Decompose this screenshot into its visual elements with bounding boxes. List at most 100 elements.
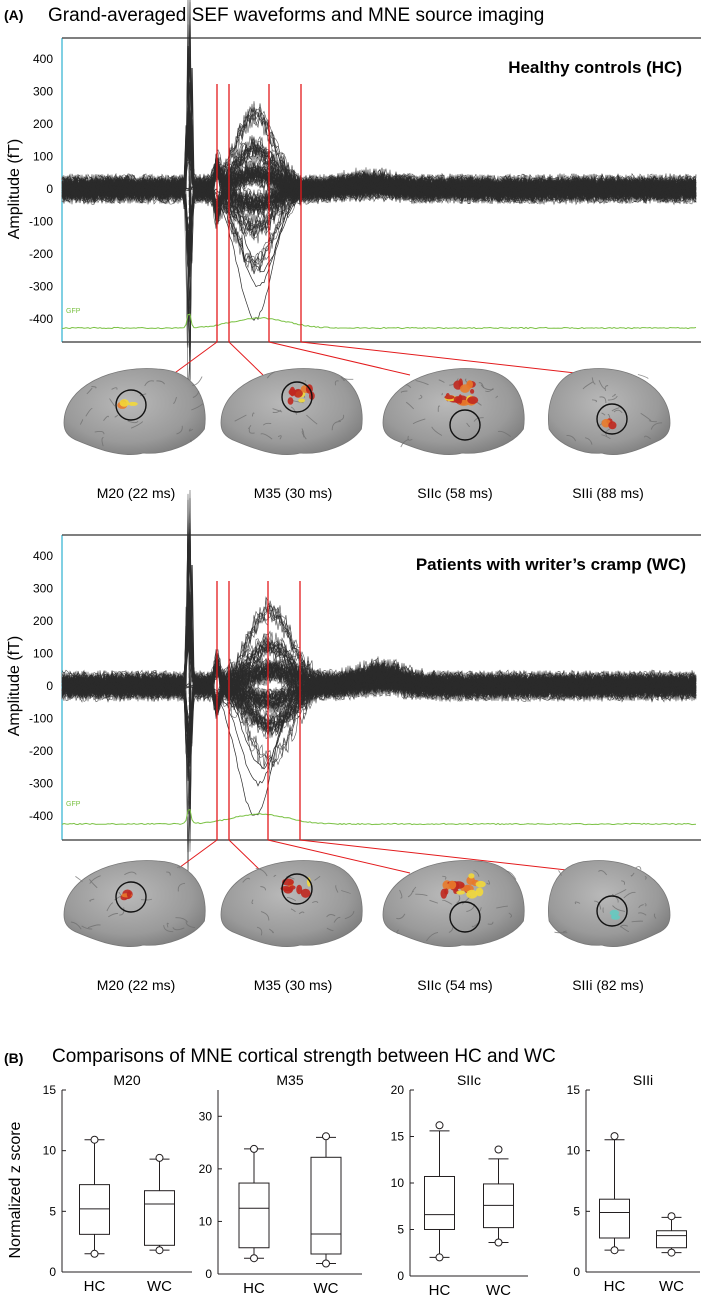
y-tick-label: 10 bbox=[43, 1144, 57, 1158]
ylabel-wc: Amplitude (fT) bbox=[6, 636, 23, 736]
outlier-point bbox=[322, 1132, 330, 1141]
activation-spot bbox=[298, 398, 305, 403]
brain-sulcus bbox=[598, 870, 608, 876]
activation-spot bbox=[608, 421, 617, 430]
panel-b-title: Comparisons of MNE cortical strength bet… bbox=[52, 1046, 556, 1067]
brain-sulcus bbox=[331, 421, 341, 431]
brain-sulcus bbox=[262, 422, 272, 426]
brain-sulcus bbox=[260, 911, 270, 921]
brain-sulcus bbox=[566, 434, 577, 442]
roi-circle bbox=[115, 389, 147, 421]
ytick-label: -200 bbox=[29, 247, 53, 261]
sef-trace bbox=[61, 173, 697, 346]
sef-trace bbox=[61, 682, 697, 816]
waveform-plot-wc: Patients with writer’s cramp (WC) Amplit… bbox=[6, 489, 701, 993]
box-hc bbox=[599, 1132, 630, 1255]
brain-sulcus bbox=[599, 396, 607, 404]
sef-trace bbox=[61, 658, 697, 740]
y-tick-label: 20 bbox=[199, 1162, 213, 1176]
brain-sulcus bbox=[591, 377, 596, 385]
latency-connector bbox=[300, 341, 594, 376]
brain-sulcus bbox=[192, 391, 200, 399]
ytick-label: 200 bbox=[33, 117, 53, 131]
brain-sulcus bbox=[251, 412, 255, 417]
brain-sulcus bbox=[172, 927, 185, 931]
y-tick-label: 10 bbox=[567, 1144, 581, 1158]
brain-sulcus bbox=[650, 422, 663, 430]
brain-sulcus bbox=[260, 433, 273, 440]
brain-sulcus bbox=[247, 425, 252, 430]
panel-b-ylabel: Normalized z score bbox=[7, 1121, 24, 1258]
waveform-plot-hc: Healthy controls (HC) Amplitude (fT) 400… bbox=[6, 0, 701, 501]
brain-sulcus bbox=[611, 393, 616, 397]
outlier-point bbox=[250, 1254, 258, 1263]
brain-sulcus bbox=[442, 875, 447, 880]
brain-sulcus bbox=[256, 926, 263, 936]
brain-sulcus bbox=[340, 376, 345, 381]
brain-outline bbox=[382, 860, 525, 947]
brain-sulcus bbox=[558, 870, 562, 876]
iqr-box bbox=[310, 1156, 342, 1255]
iqr-box bbox=[656, 1230, 687, 1249]
ytick-label: -400 bbox=[29, 312, 53, 326]
sef-trace bbox=[61, 168, 697, 386]
brain-sulcus bbox=[607, 413, 611, 419]
roi-circle bbox=[281, 873, 313, 905]
brain-surface-2 bbox=[220, 368, 363, 455]
brain-sulcus bbox=[611, 893, 619, 903]
brain-sulcus bbox=[562, 930, 567, 933]
latency-connector bbox=[299, 839, 594, 874]
ytick-label: -400 bbox=[29, 809, 53, 823]
waveform-area-hc bbox=[61, 0, 701, 392]
activation-spot bbox=[289, 386, 296, 397]
sef-trace bbox=[61, 178, 697, 348]
brain-sulcus bbox=[326, 914, 336, 918]
brain-sulcus bbox=[619, 924, 628, 928]
brain-sulcus bbox=[415, 893, 428, 897]
brain-sulcus bbox=[637, 374, 649, 379]
brain-sulcus bbox=[255, 868, 268, 877]
brain-surface-1 bbox=[63, 368, 206, 455]
brain-sulcus bbox=[156, 380, 165, 385]
y-tick-label: 0 bbox=[573, 1265, 580, 1279]
panel-b-label: (B) bbox=[4, 1050, 23, 1066]
gfp-label-hc: GFP bbox=[66, 308, 81, 315]
gfp-trace bbox=[61, 808, 697, 826]
ytick-label: 400 bbox=[33, 52, 53, 66]
latency-connector bbox=[171, 341, 218, 376]
brain-sulcus bbox=[272, 408, 283, 413]
component-labels-wc: M20 (22 ms)M35 (30 ms)SIIc (54 ms)SIIi (… bbox=[97, 977, 644, 993]
sef-trace bbox=[61, 173, 697, 330]
y-tick-label: 10 bbox=[391, 1176, 405, 1190]
brain-sulcus bbox=[613, 409, 623, 414]
brain-sulcus bbox=[644, 903, 647, 907]
latency-connector bbox=[228, 839, 264, 874]
brain-sulcus bbox=[94, 430, 105, 435]
brain-sulcus bbox=[119, 907, 125, 916]
brain-sulcus bbox=[426, 931, 439, 942]
ytick-label: -200 bbox=[29, 744, 53, 758]
brain-sulcus bbox=[103, 415, 109, 421]
brain-row-wc bbox=[63, 860, 671, 947]
brain-sulcus bbox=[341, 890, 352, 895]
brain-sulcus bbox=[431, 426, 443, 436]
brain-sulcus bbox=[290, 908, 296, 913]
sef-trace bbox=[61, 167, 697, 244]
box-chart-title: M35 bbox=[276, 1072, 303, 1088]
brain-sulcus bbox=[81, 925, 93, 930]
brain-sulcus bbox=[298, 911, 305, 915]
brain-sulcus bbox=[269, 928, 274, 934]
roi-circle bbox=[449, 901, 481, 933]
brain-sulcus bbox=[598, 380, 606, 390]
brain-sulcus bbox=[344, 910, 355, 920]
box-chart-title: M20 bbox=[113, 1072, 140, 1088]
brain-sulcus bbox=[442, 899, 453, 905]
activation-spot bbox=[468, 873, 475, 879]
category-label: HC bbox=[429, 1282, 451, 1295]
brain-sulcus bbox=[638, 904, 644, 909]
brain-sulcus bbox=[400, 438, 409, 448]
brain-sulcus bbox=[478, 907, 482, 912]
activation-spot bbox=[126, 891, 131, 898]
